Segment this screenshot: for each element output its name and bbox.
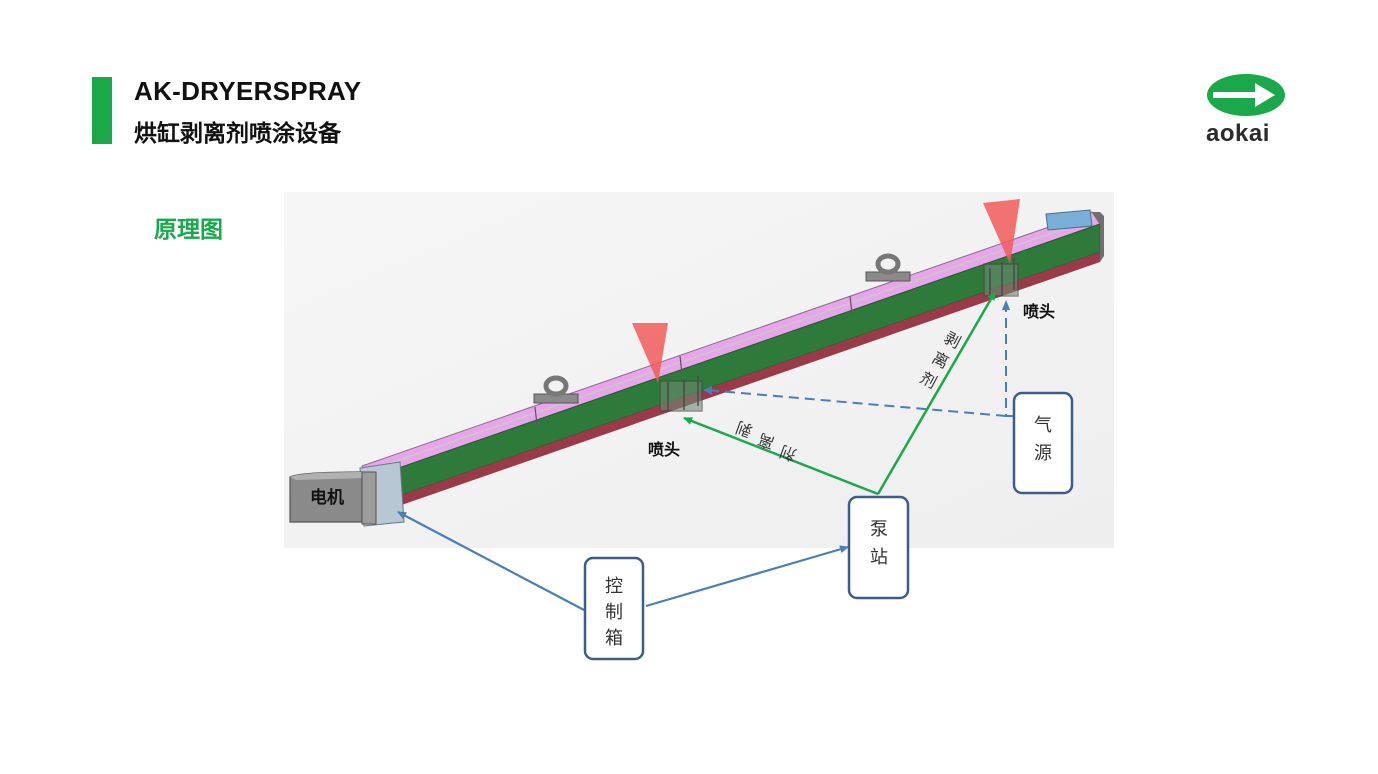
aokai-logo-icon	[1207, 74, 1285, 116]
agent-line-left	[683, 416, 879, 496]
nozzle-right-label: 喷头	[1023, 303, 1055, 321]
air-source-char-2: 源	[1034, 443, 1052, 464]
nozzle-assembly-right	[983, 258, 1019, 298]
dryer-beam	[359, 209, 1104, 527]
beam-right-end-plate	[1045, 209, 1093, 231]
control-line-pump	[645, 545, 849, 608]
spray-cone-left	[632, 323, 668, 383]
control-box-char-3: 箱	[605, 628, 623, 649]
air-source-box	[1012, 391, 1074, 495]
control-box	[583, 556, 645, 661]
lifting-eye-right	[865, 253, 911, 282]
agent-line-right	[876, 291, 997, 495]
spray-cone-right	[983, 199, 1020, 264]
agent-left-char-1: 剥	[733, 418, 755, 441]
control-line-motor	[397, 511, 585, 611]
air-source-char-1: 气	[1034, 415, 1052, 436]
nozzle-left-label: 喷头	[648, 441, 680, 459]
pump-station-char-2: 站	[870, 547, 888, 568]
lifting-eye-left	[533, 375, 579, 404]
air-supply-lines	[705, 302, 1014, 417]
page-title-chinese: 烘缸剥离剂喷涂设备	[134, 120, 341, 146]
air-line-left	[705, 389, 1007, 417]
agent-left-char-3: 剂	[777, 442, 799, 465]
control-box-char-1: 控	[605, 576, 623, 597]
title-accent-bar	[92, 77, 112, 144]
logo-text: aokai	[1206, 120, 1270, 147]
agent-right-char-2: 离	[929, 348, 952, 372]
pump-station-box	[847, 495, 910, 600]
agent-left-char-2: 离	[755, 430, 777, 453]
control-box-char-2: 制	[605, 602, 623, 623]
nozzle-assembly-left	[659, 376, 703, 412]
agent-right-char-1: 剥	[941, 328, 964, 352]
page-title-english: AK-DRYERSPRAY	[134, 76, 362, 106]
beam-end-cap	[1092, 212, 1104, 262]
beam-bottom-face	[370, 252, 1100, 516]
agent-right-char-3: 剂	[917, 368, 940, 392]
section-title: 原理图	[154, 216, 223, 242]
pump-station-char-1: 泵	[870, 519, 888, 540]
motor	[289, 471, 377, 525]
motor-label: 电机	[310, 487, 344, 507]
